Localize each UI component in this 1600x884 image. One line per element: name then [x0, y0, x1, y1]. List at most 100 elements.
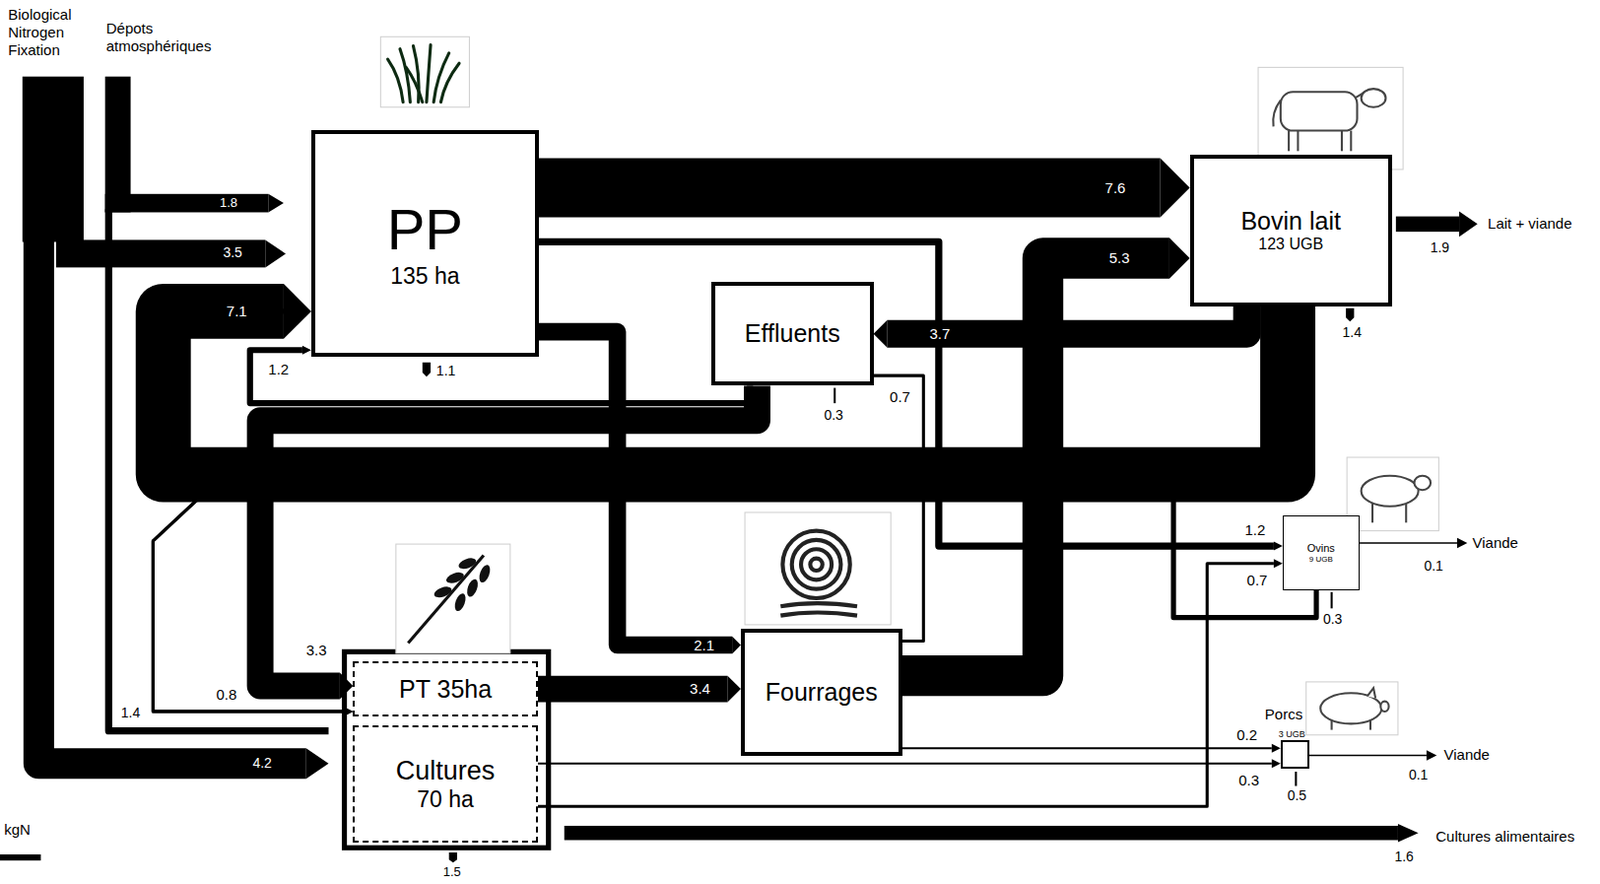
cow-leg	[1296, 131, 1299, 152]
node-detail: 3 UGB	[1278, 729, 1306, 739]
grass-blade	[405, 66, 423, 102]
pig-body	[1320, 692, 1382, 724]
node-detail: 123 UGB	[1258, 235, 1324, 254]
flow-band	[873, 375, 925, 641]
flow-value: 1.8	[219, 196, 238, 210]
flow-band	[537, 675, 729, 703]
flow-box: PP135 ha	[311, 130, 539, 358]
flow-value: 0.8	[213, 686, 239, 704]
flow-value: 2.1	[691, 636, 717, 654]
grass-blade	[440, 63, 460, 102]
arrow-head	[1273, 558, 1283, 568]
grass-blade	[388, 59, 404, 103]
flow-box: Effluents	[711, 281, 874, 387]
flow-value: 0.1	[1408, 767, 1428, 783]
node-name: Cultures	[396, 755, 496, 787]
cow-body	[1280, 91, 1358, 131]
flow-value: 1.2	[266, 361, 291, 379]
flow-band	[902, 746, 1272, 749]
node-detail: 135 ha	[390, 263, 460, 289]
grass-icon	[388, 45, 461, 103]
arrow-head	[1398, 823, 1419, 843]
arrow-head	[1169, 237, 1191, 278]
flow-value: 4.2	[252, 755, 271, 771]
node-name: Ovins	[1307, 541, 1335, 555]
grass-blade	[412, 46, 419, 103]
sheep-body	[1361, 475, 1419, 507]
hay-icon	[780, 531, 858, 616]
flow-value: 3.5	[222, 245, 242, 261]
flow-value: 0.3	[1236, 772, 1262, 790]
loss-marker	[1331, 592, 1334, 609]
flow-value: 0.2	[1234, 726, 1260, 743]
output-band	[1396, 216, 1460, 233]
flow-value: 0.3	[1323, 611, 1342, 627]
arrow-head	[873, 320, 888, 348]
arrow-head	[343, 706, 353, 716]
flow-value: 0.3	[823, 407, 843, 423]
node-name: Fourrages	[765, 677, 878, 707]
wheat-icon	[407, 554, 492, 643]
output-band	[564, 825, 1399, 841]
arrow-head	[265, 239, 286, 267]
icon-frame	[1258, 66, 1403, 170]
flow-value: 3.4	[687, 680, 713, 698]
pig-snout	[1380, 701, 1389, 712]
flow-connector	[537, 758, 1281, 768]
wheat-grain	[445, 570, 467, 586]
flow-value: 5.3	[1107, 250, 1133, 267]
flow-band	[152, 497, 1317, 711]
icon-frame	[1346, 457, 1439, 532]
flow-label: Lait + viande	[1487, 215, 1572, 233]
flow-box: Bovin lait123 UGB	[1190, 154, 1393, 306]
cow-leg	[1287, 131, 1290, 152]
arrow-head	[1459, 210, 1478, 237]
flow-box: Ovins9 UGB	[1282, 515, 1360, 591]
flow-connector	[537, 558, 1283, 806]
hay-line	[780, 602, 858, 606]
flow-value: 1.6	[1394, 849, 1413, 865]
arrow-head	[267, 194, 284, 213]
flow-box: Porcs3 UGB	[1280, 739, 1310, 769]
arrow-head	[1160, 158, 1191, 218]
flow-value: 1.4	[121, 705, 140, 721]
flow-connector	[902, 743, 1281, 753]
loss-marker	[1294, 771, 1297, 787]
flow-label: Cultures alimentaires	[1435, 828, 1575, 846]
wheat-grain	[465, 577, 480, 599]
source-band	[105, 76, 132, 213]
sheep-head	[1414, 475, 1432, 491]
cow-leg	[1349, 131, 1352, 152]
hay-ring	[782, 531, 850, 599]
flow-box: Fourrages	[740, 628, 903, 756]
flow-value: 0.1	[1423, 558, 1443, 574]
cow-leg	[1340, 131, 1343, 152]
flow-box: Cultures70 ha	[352, 725, 537, 843]
flow-value: 0.7	[887, 389, 913, 406]
arrow-head	[1271, 743, 1281, 753]
icon-frame	[1306, 681, 1399, 735]
flow-value: 7.1	[224, 303, 250, 321]
flow-connector	[873, 375, 925, 641]
flow-label: Biological Nitrogen Fixation	[7, 5, 89, 60]
arrow-head	[1457, 537, 1467, 548]
farm-area-box	[344, 651, 549, 848]
flow-connector	[537, 675, 741, 703]
flow-connector	[902, 237, 1191, 675]
flow-connector	[152, 497, 1317, 716]
arrow-head	[1426, 749, 1437, 760]
flow-label: Dépots atmosphériques	[106, 19, 240, 56]
loss-marker	[449, 852, 458, 863]
icon-frame	[380, 36, 469, 107]
pig-ear	[1367, 687, 1376, 698]
output-line	[1309, 754, 1427, 757]
flow-band	[537, 762, 1272, 765]
flow-value: 0.5	[1287, 788, 1307, 803]
wheat-grain	[476, 563, 492, 585]
arrow-head	[1271, 758, 1281, 768]
flow-value: 3.3	[304, 642, 330, 660]
flow-label: Viande	[1472, 534, 1519, 552]
node-detail: 70 ha	[416, 786, 474, 812]
node-name: Bovin lait	[1240, 206, 1340, 236]
